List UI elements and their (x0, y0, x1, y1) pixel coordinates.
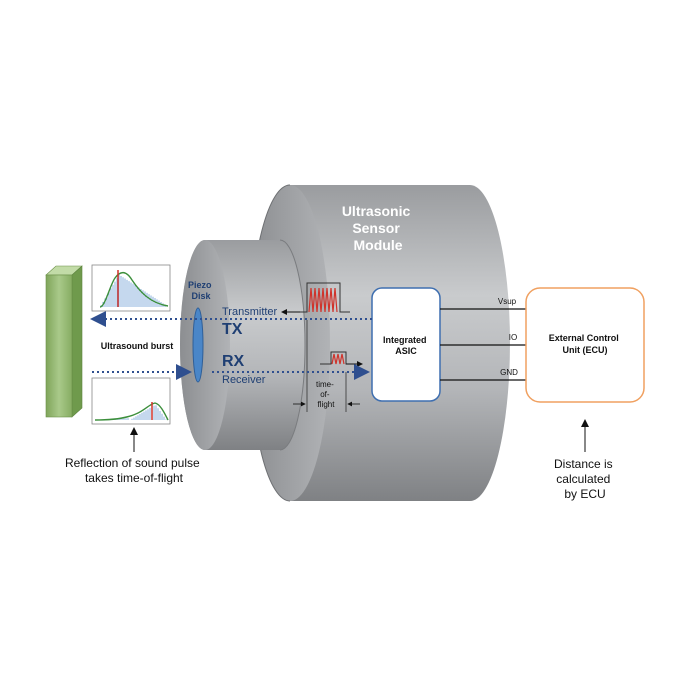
piezo-disk (192, 307, 204, 383)
tx-pulse-waveform (281, 282, 350, 315)
distance-caption: Distance is calculated by ECU (554, 457, 616, 501)
module-title: Ultrasonic Sensor Module (342, 203, 414, 253)
time-of-flight-indicator: time- of- flight (293, 320, 360, 412)
vsup-label: Vsup (498, 297, 517, 306)
io-label: IO (509, 333, 517, 342)
tx-burst-bars (100, 274, 166, 307)
signal-wires: Vsup IO GND (440, 297, 526, 381)
rx-echo-plot (91, 377, 171, 425)
rx-label: RX (222, 353, 245, 370)
piezo-label: Piezo Disk (188, 280, 214, 301)
ecu-label: External Control Unit (ECU) (549, 333, 622, 355)
tof-label: time- of- flight (316, 380, 336, 409)
tx-burst-plot (91, 264, 171, 312)
reflector-wall (45, 265, 83, 418)
asic-block: Integrated ASIC (371, 287, 441, 402)
asic-label: Integrated ASIC (383, 335, 429, 356)
gnd-label: GND (500, 368, 518, 377)
ultrasound-burst-label: Ultrasound burst (101, 341, 174, 351)
ecu-block: External Control Unit (ECU) (525, 287, 645, 403)
piezo-housing (180, 239, 306, 451)
receiver-label: Receiver (222, 374, 266, 386)
reflection-caption: Reflection of sound pulse takes time-of-… (65, 456, 203, 485)
transmitter-label: Transmitter (222, 306, 278, 318)
tx-label: TX (222, 321, 243, 338)
